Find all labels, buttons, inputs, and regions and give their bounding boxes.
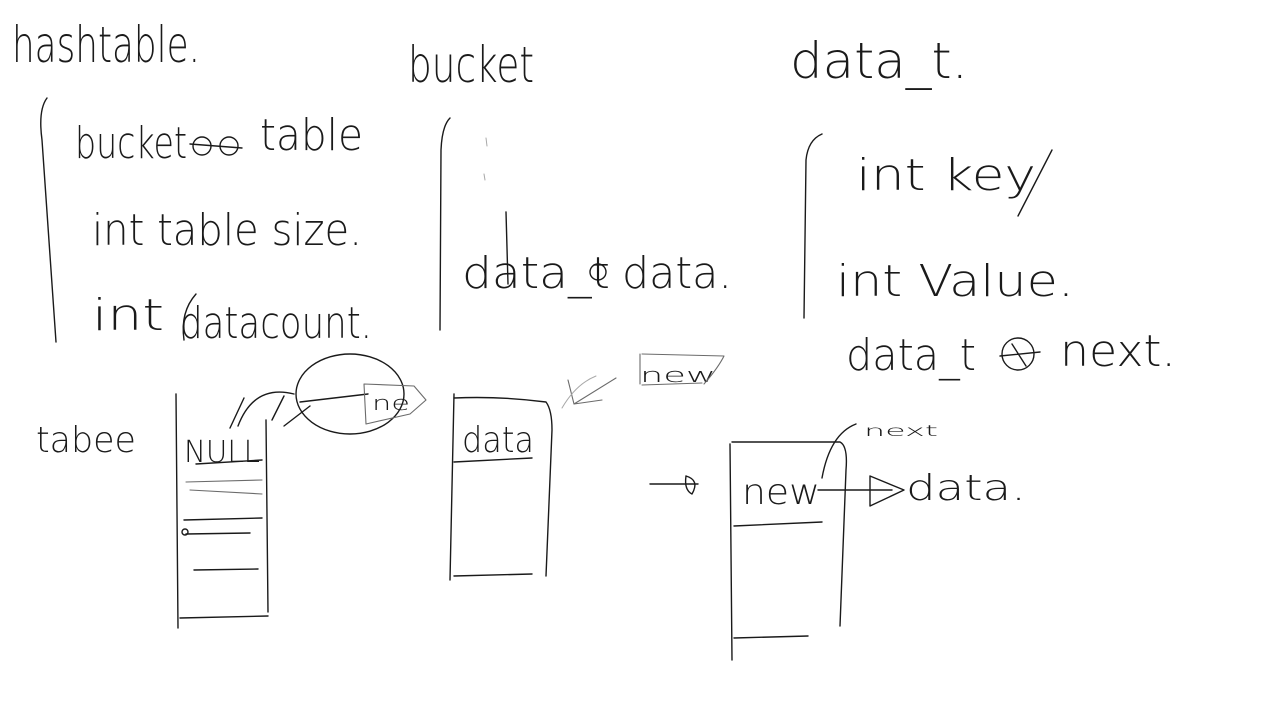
slot-dot [181, 528, 189, 536]
chain-new-label: new [742, 472, 820, 513]
chain-box-top-right-edge [731, 441, 848, 627]
table-slot-null: NULL [184, 435, 260, 470]
pointer-scribble-3 [999, 337, 1041, 371]
pointer-scribble-2 [589, 263, 607, 281]
bucket-left-edge [449, 393, 455, 581]
data-t-struct: data_t. int key int Value. data_t next. [790, 32, 1176, 381]
bucket-bottom-edge [453, 573, 533, 577]
data-t-brace [803, 133, 823, 319]
chain-box-divider [733, 521, 823, 527]
pointer-scribble [189, 136, 243, 156]
table-bottom-edge [179, 615, 269, 619]
data-t-field-key: int key [856, 150, 1036, 201]
table-slot-5 [193, 568, 259, 571]
chain-box-bottom [733, 635, 809, 639]
bucket-new-note: new [640, 363, 716, 387]
hashtable-field-table-name: table [260, 110, 363, 161]
hashtable-field-table-type: bucket [75, 118, 187, 169]
bucket-data-label: data [462, 420, 534, 461]
bucket-top-right-edge [453, 396, 553, 577]
table-arrow-curve [237, 391, 295, 427]
table-new-box [363, 383, 427, 425]
overwrite-stroke [182, 293, 197, 341]
table-new-note: ne [372, 391, 410, 415]
bucket-struct: bucket data_t data. [408, 36, 732, 331]
ascender-stroke [505, 211, 509, 285]
data-t-field-next-type: data_t [846, 330, 976, 381]
bucket-field-data-name: data. [622, 248, 732, 299]
bucket-brace [439, 117, 451, 331]
bucket-sketch: data new [449, 353, 725, 581]
chain-next-label: next [864, 422, 938, 440]
table-slot-4 [185, 532, 251, 535]
chain-next-curve [821, 423, 857, 479]
descender-stroke [1017, 149, 1053, 217]
data-t-field-value: int Value. [836, 256, 1074, 307]
hashtable-field-size: int table size. [92, 205, 362, 256]
chain-next-arrowhead [869, 475, 905, 507]
table-slot-3 [183, 517, 263, 521]
table-new-loop [295, 353, 405, 435]
data-t-field-next-name: next. [1060, 326, 1176, 377]
chain-box-left-edge [729, 443, 733, 661]
chain-sketch: new next data. [649, 422, 1026, 661]
bucket-new-arrow [567, 377, 617, 405]
bucket-divider [453, 457, 533, 463]
new-note-box [639, 353, 725, 386]
hashtable-field-count-type: int [92, 290, 164, 341]
table-label: tabee [36, 420, 136, 461]
bucket-field-data-type: data_t [462, 248, 610, 299]
hashtable-brace [40, 97, 57, 343]
data-t-title: data_t. [790, 32, 968, 90]
table-slot-2 [185, 479, 263, 495]
chain-incoming-arrowhead [684, 475, 696, 495]
bucket-title: bucket [408, 36, 534, 94]
arrow-swoosh [561, 375, 597, 409]
hashtable-title: hashtable. [12, 16, 200, 74]
table-right-edge [265, 419, 269, 613]
table-arrow-line [283, 393, 369, 427]
stray-marks [483, 137, 488, 181]
chain-data-label: data. [906, 468, 1026, 509]
slot-underline [195, 459, 263, 465]
table-left-edge [175, 393, 179, 629]
table-arrow-ticks [229, 395, 285, 429]
hashtable-field-count-name: datacount. [180, 298, 372, 349]
hashtable-struct: hashtable. bucket table int table size. … [12, 16, 372, 349]
table-sketch: tabee NULL ne [36, 353, 427, 629]
